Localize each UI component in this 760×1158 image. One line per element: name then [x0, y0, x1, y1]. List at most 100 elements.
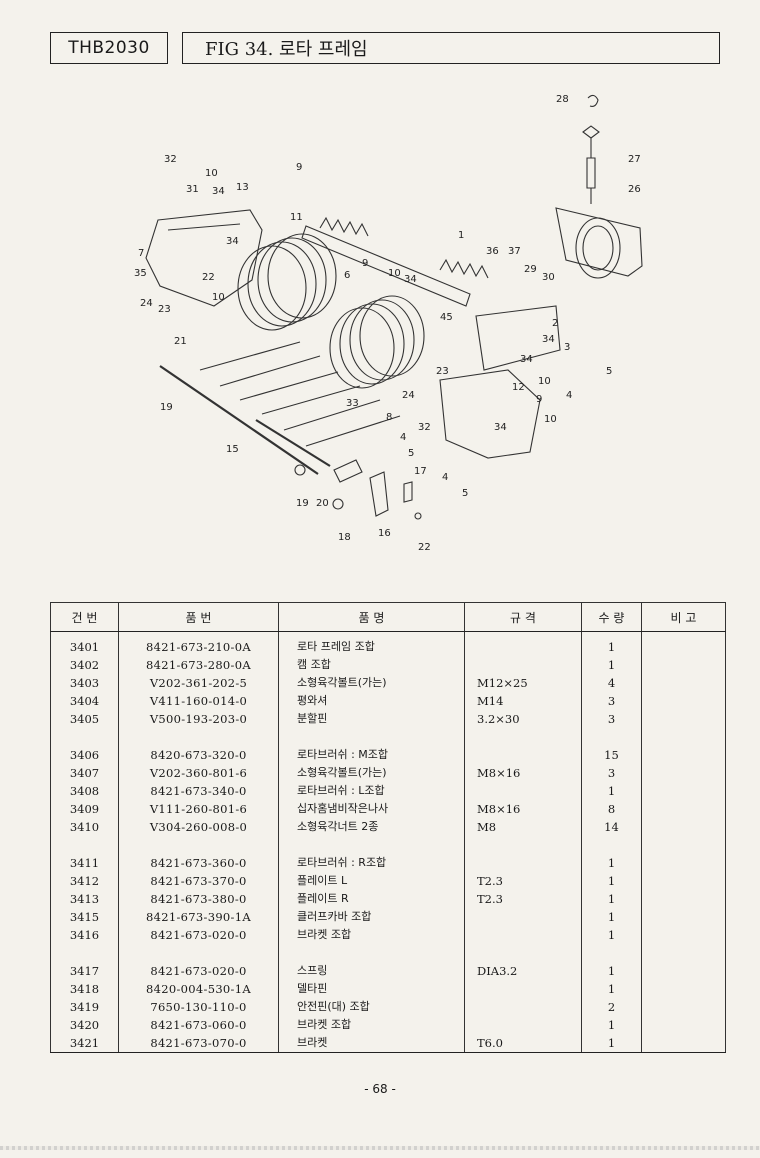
cell-remarks	[641, 1016, 726, 1034]
callout-number: 1	[458, 230, 464, 241]
table-spacer-row	[50, 944, 726, 962]
cell-no: 3420	[50, 1016, 119, 1034]
cell-no: 3415	[50, 908, 119, 926]
cell-remarks	[641, 962, 726, 980]
cell-qty: 1	[581, 854, 642, 872]
cell-part: 8421-673-370-0	[118, 872, 279, 890]
cell-remarks	[641, 782, 726, 800]
cell-no: 3402	[50, 656, 119, 674]
callout-number: 20	[316, 498, 329, 509]
cell-remarks	[641, 764, 726, 782]
cell-part: 8421-673-020-0	[118, 962, 279, 980]
cell-name: 로타브러쉬 : L조합	[278, 782, 465, 800]
col-header-item-no: 건 번	[50, 602, 119, 632]
cell-spec	[464, 631, 582, 656]
cell-no: 3405	[50, 710, 119, 728]
cell-qty: 1	[581, 926, 642, 944]
callout-number: 34	[542, 334, 555, 345]
cell-spec	[464, 782, 582, 800]
cell-remarks	[641, 746, 726, 764]
cell-no: 3418	[50, 980, 119, 998]
cell-qty: 1	[581, 782, 642, 800]
cell-no: 3421	[50, 1034, 119, 1053]
brush-coil-middle	[329, 295, 425, 389]
cell-qty: 1	[581, 890, 642, 908]
cell-part: 8421-673-380-0	[118, 890, 279, 908]
callout-number: 2	[552, 318, 558, 329]
callout-number: 5	[462, 488, 468, 499]
cell-qty: 3	[581, 764, 642, 782]
cell-part: V411-160-014-0	[118, 692, 279, 710]
cell-name: 캠 조합	[278, 656, 465, 674]
callout-number: 5	[606, 366, 612, 377]
cell-spec	[464, 926, 582, 944]
callout-number: 10	[538, 376, 551, 387]
cell-remarks	[641, 854, 726, 872]
callout-number: 9	[362, 258, 368, 269]
shackle-part	[582, 125, 600, 139]
callout-number: 10	[205, 168, 218, 179]
cell-qty: 1	[581, 962, 642, 980]
cell-spec: M8×16	[464, 764, 582, 782]
cell-part: 8420-004-530-1A	[118, 980, 279, 998]
cell-name: 십자홈냄비작은나사	[278, 800, 465, 818]
cell-no: 3406	[50, 746, 119, 764]
cell-part: 8421-673-390-1A	[118, 908, 279, 926]
cell-part: V202-361-202-5	[118, 674, 279, 692]
cell-no: 3417	[50, 962, 119, 980]
cell-part: 8420-673-320-0	[118, 746, 279, 764]
callout-number: 34	[404, 274, 417, 285]
cell-remarks	[641, 631, 726, 656]
cell-remarks	[641, 1034, 726, 1053]
cell-part: 8421-673-020-0	[118, 926, 279, 944]
cell-part: 8421-673-060-0	[118, 1016, 279, 1034]
callout-number: 11	[290, 212, 303, 223]
callout-number: 9	[536, 394, 542, 405]
callout-number: 22	[202, 272, 215, 283]
cell-spec	[464, 998, 582, 1016]
cell-part: 8421-673-210-0A	[118, 631, 279, 656]
cell-name: 델타핀	[278, 980, 465, 998]
cell-name: 평와셔	[278, 692, 465, 710]
callout-number: 21	[174, 336, 187, 347]
main-shaft	[159, 365, 319, 475]
callout-number: 4	[400, 432, 406, 443]
cell-qty: 3	[581, 710, 642, 728]
cell-remarks	[641, 908, 726, 926]
cell-spec	[464, 1016, 582, 1034]
cell-qty: 1	[581, 908, 642, 926]
figure-title: FIG 34. 로타 프레임	[182, 32, 720, 64]
cell-no: 3407	[50, 764, 119, 782]
cell-qty: 1	[581, 980, 642, 998]
cell-remarks	[641, 890, 726, 908]
col-header-remarks: 비 고	[641, 602, 726, 632]
cell-qty: 1	[581, 631, 642, 656]
cell-qty: 1	[581, 656, 642, 674]
cell-remarks	[641, 926, 726, 944]
callout-number: 31	[186, 184, 199, 195]
callout-number: 34	[226, 236, 239, 247]
cell-spec: M8	[464, 818, 582, 836]
cell-spec	[464, 746, 582, 764]
cell-remarks	[641, 998, 726, 1016]
cell-remarks	[641, 710, 726, 728]
cell-no: 3403	[50, 674, 119, 692]
callout-number: 8	[386, 412, 392, 423]
callout-number: 10	[544, 414, 557, 425]
cell-spec	[464, 908, 582, 926]
cell-no: 3401	[50, 631, 119, 656]
cell-qty: 1	[581, 1034, 642, 1053]
cell-name: 플레이트 R	[278, 890, 465, 908]
table-header-row: 건 번 품 번 품 명 규 격 수 량 비 고	[50, 602, 726, 632]
cell-spec: 3.2×30	[464, 710, 582, 728]
cell-spec: T2.3	[464, 890, 582, 908]
